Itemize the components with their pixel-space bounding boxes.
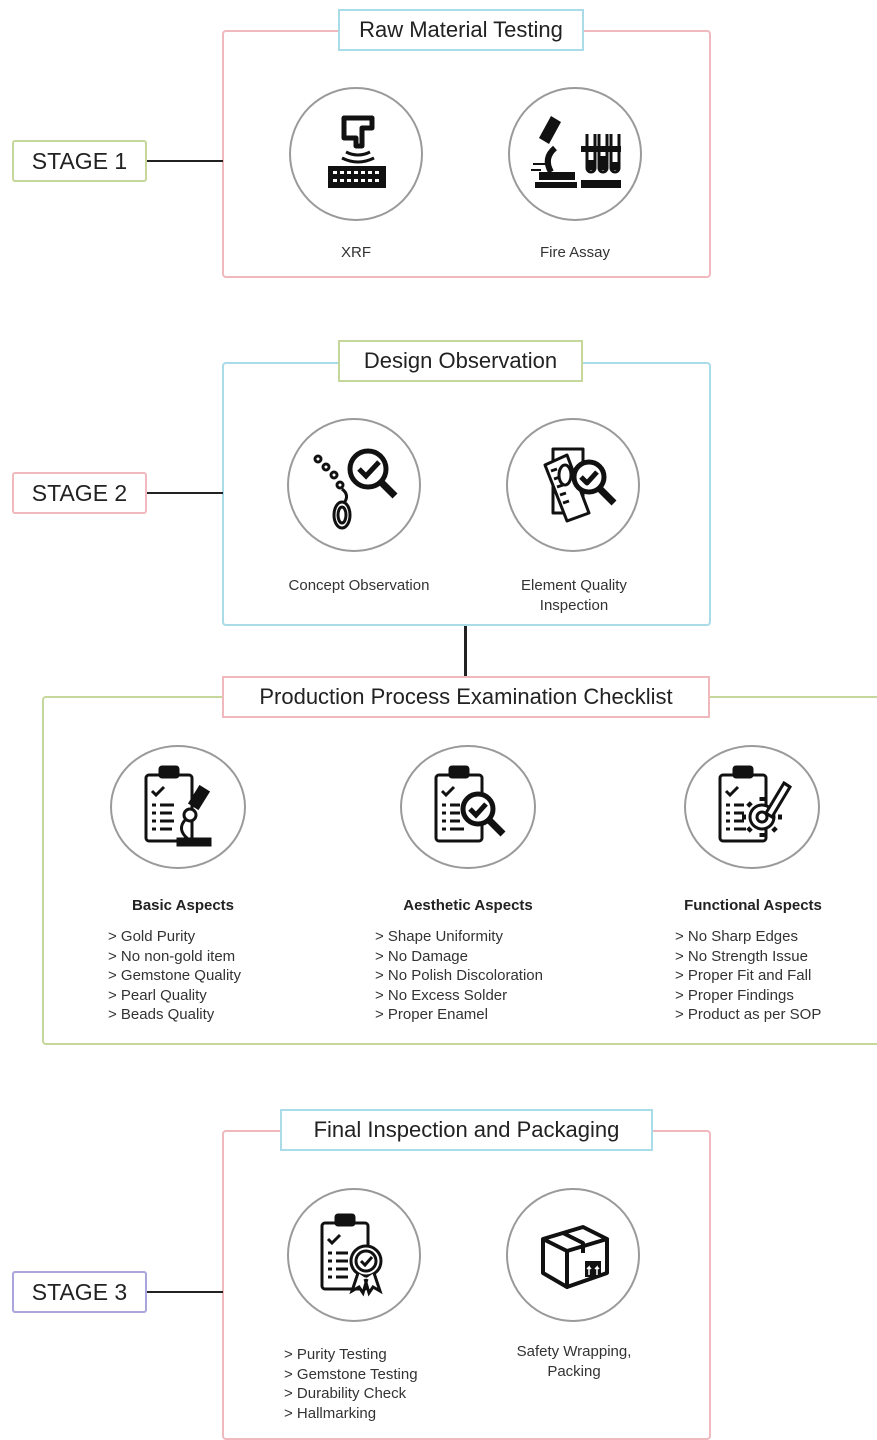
clipboard-magnifier-icon — [434, 765, 506, 843]
clipboard-badge-icon — [320, 1213, 383, 1297]
safety-wrapping-label-line2: Packing — [547, 1363, 601, 1380]
aesthetic-aspects-list: > Shape Uniformity > No Damage > No Poli… — [375, 927, 543, 1025]
stage2-label: STAGE 2 — [12, 472, 147, 514]
safety-wrapping-label-line1: Safety Wrapping, — [516, 1343, 632, 1360]
stage3-title: Final Inspection and Packaging — [280, 1109, 653, 1151]
list-item: > Hallmarking — [284, 1404, 377, 1422]
packaging-icon-circle — [506, 1188, 640, 1322]
stage3-label: STAGE 3 — [12, 1271, 147, 1313]
ruler-magnifier-icon — [543, 447, 617, 523]
list-item: > Proper Findings — [675, 986, 794, 1004]
element-quality-label-line1: Element Quality — [521, 577, 627, 594]
final-inspection-list: > Purity Testing > Gemstone Testing > Du… — [284, 1345, 418, 1423]
functional-aspects-title: Functional Aspects — [684, 897, 822, 914]
clipboard-microscope-icon — [144, 765, 212, 847]
element-quality-label-line2: Inspection — [539, 597, 609, 614]
list-item: > Proper Fit and Fall — [675, 967, 812, 984]
list-item: > Durability Check — [284, 1385, 407, 1402]
list-item: > Gemstone Testing — [284, 1365, 418, 1383]
fire-assay-label: Fire Assay — [539, 244, 611, 261]
list-item: > No Polish Discoloration — [375, 967, 543, 984]
list-item: > Shape Uniformity — [375, 928, 503, 945]
list-item: > No non-gold item — [108, 947, 236, 965]
fire-assay-icon-circle — [508, 87, 642, 221]
stage3-connector — [147, 1291, 223, 1293]
concept-icon-circle — [287, 418, 421, 552]
list-item: > Gemstone Quality — [108, 967, 241, 984]
aesthetic-aspects-title: Aesthetic Aspects — [403, 897, 533, 914]
stage2-connector — [147, 492, 223, 494]
package-box-icon — [541, 1225, 609, 1289]
stage1-label: STAGE 1 — [12, 140, 147, 182]
xrf-label: XRF — [341, 244, 371, 261]
stage1-title: Raw Material Testing — [338, 9, 584, 51]
list-item: > Product as per SOP — [675, 1006, 822, 1023]
list-item: > Proper Enamel — [375, 1006, 488, 1023]
list-item: > No Strength Issue — [675, 947, 808, 965]
functional-aspects-list: > No Sharp Edges > No Strength Issue > P… — [675, 927, 821, 1025]
basic-aspects-list: > Gold Purity > No non-gold item > Gemst… — [108, 927, 241, 1025]
stage2-checklist-connector — [464, 626, 467, 676]
element-quality-label: Element Quality Inspection — [495, 576, 653, 616]
basic-aspects-icon-circle — [110, 745, 246, 869]
xrf-analyzer-icon — [328, 115, 386, 188]
list-item: > Purity Testing — [284, 1346, 387, 1363]
basic-aspects-title: Basic Aspects — [132, 897, 234, 914]
list-item: > Pearl Quality — [108, 986, 207, 1004]
checklist-title: Production Process Examination Checklist — [222, 676, 710, 718]
aesthetic-aspects-icon-circle — [400, 745, 536, 869]
safety-wrapping-label: Safety Wrapping, Packing — [495, 1342, 653, 1382]
concept-observation-label: Concept Observation — [288, 577, 430, 594]
list-item: > No Excess Solder — [375, 986, 508, 1004]
element-icon-circle — [506, 418, 640, 552]
microscope-test-tubes-icon — [531, 116, 621, 188]
stage2-title: Design Observation — [338, 340, 583, 382]
final-inspection-icon-circle — [287, 1188, 421, 1322]
clipboard-gear-icon — [718, 765, 793, 843]
pendant-magnifier-icon — [313, 448, 398, 530]
list-item: > Gold Purity — [108, 928, 196, 945]
list-item: > No Damage — [375, 947, 468, 965]
functional-aspects-icon-circle — [684, 745, 820, 869]
list-item: > Beads Quality — [108, 1006, 215, 1023]
stage1-connector — [147, 160, 223, 162]
xrf-icon-circle — [289, 87, 423, 221]
list-item: > No Sharp Edges — [675, 928, 798, 945]
